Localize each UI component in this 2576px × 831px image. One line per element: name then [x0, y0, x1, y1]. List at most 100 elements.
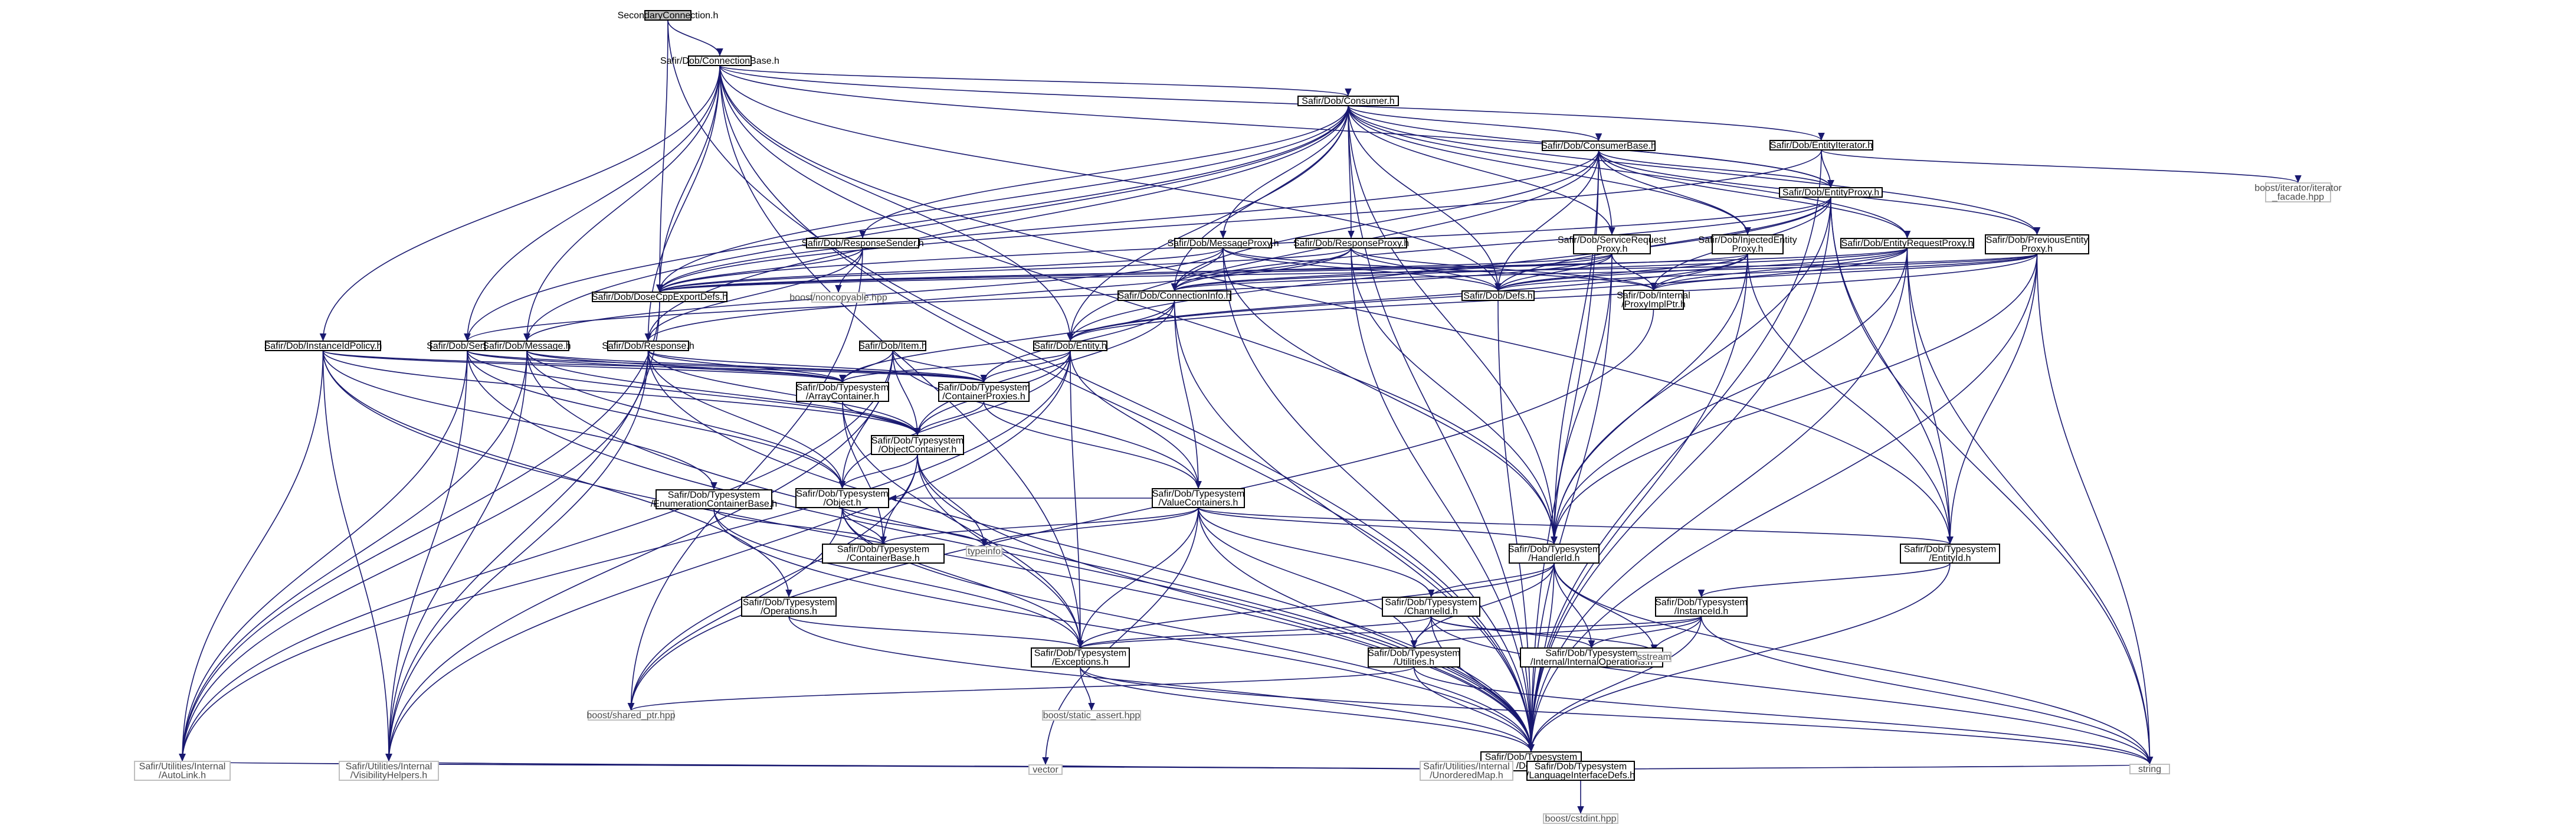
node-box[interactable] — [1542, 140, 1656, 151]
node-n1[interactable]: Safir/Dob/ConnectionBase.h — [660, 55, 779, 66]
node-n26[interactable]: Safir/Dob/Typesystem/ContainerProxies.h — [938, 382, 1030, 402]
node-n34[interactable]: Safir/Dob/Typesystem/EntityId.h — [1900, 544, 2000, 564]
node-n41[interactable]: Safir/Dob/Typesystem/Utilities.h — [1368, 647, 1460, 668]
node-box[interactable] — [1042, 710, 1141, 721]
node-n8[interactable]: Safir/Dob/MessageProxy.h — [1167, 238, 1279, 248]
node-n51[interactable]: boost/cstdint.hpp — [1543, 813, 1618, 824]
node-box[interactable] — [811, 292, 866, 303]
node-n19[interactable]: Safir/Dob/InstanceIdPolicy.h — [264, 341, 382, 351]
node-box[interactable] — [871, 435, 964, 455]
node-n4[interactable]: Safir/Dob/EntityIterator.h — [1769, 140, 1873, 151]
node-n16[interactable]: Safir/Dob/ConnectionInfo.h — [1117, 290, 1231, 301]
node-box[interactable] — [1509, 544, 1600, 564]
node-box[interactable] — [1573, 234, 1651, 254]
node-box[interactable] — [1368, 647, 1460, 668]
node-n12[interactable]: Safir/Dob/EntityRequestProxy.h — [1840, 238, 1974, 248]
node-box[interactable] — [1461, 290, 1535, 301]
node-box[interactable] — [339, 761, 439, 781]
node-box[interactable] — [1382, 597, 1480, 617]
node-n2[interactable]: Safir/Dob/Consumer.h — [1297, 96, 1399, 106]
node-box[interactable] — [1900, 544, 2000, 564]
node-box[interactable] — [1712, 234, 1784, 254]
node-box[interactable] — [656, 489, 772, 509]
node-n38[interactable]: Safir/Dob/Typesystem/Exceptions.h — [1031, 647, 1130, 668]
node-n36[interactable]: Safir/Dob/Typesystem/ChannelId.h — [1382, 597, 1480, 617]
node-box[interactable] — [806, 238, 919, 248]
node-n32[interactable]: typeinfo — [966, 546, 1002, 557]
node-box[interactable] — [688, 55, 752, 66]
node-box[interactable] — [1031, 647, 1130, 668]
node-box[interactable] — [644, 10, 691, 21]
node-box[interactable] — [1295, 238, 1407, 248]
node-box[interactable] — [1028, 764, 1063, 775]
node-box[interactable] — [1985, 234, 2089, 254]
node-n24[interactable]: Safir/Dob/Entity.h — [1033, 341, 1107, 351]
node-n14[interactable]: Safir/Dob/DoseCppExportDefs.h — [592, 292, 727, 302]
node-n35[interactable]: Safir/Dob/Typesystem/Operations.h — [741, 597, 837, 617]
node-n49[interactable]: Safir/Dob/Typesystem/LanguageInterfaceDe… — [1526, 761, 1635, 781]
node-n30[interactable]: Safir/Dob/Typesystem/ValueContainers.h — [1152, 488, 1245, 508]
node-n18[interactable]: Safir/Dob/Internal/ProxyImplPtr.h — [1617, 290, 1690, 310]
node-box[interactable] — [588, 710, 674, 721]
node-box[interactable] — [592, 292, 727, 302]
node-box[interactable] — [741, 597, 837, 617]
node-box[interactable] — [1623, 290, 1684, 310]
node-n40[interactable]: sstream — [1637, 652, 1672, 662]
node-box[interactable] — [1117, 290, 1231, 301]
node-box[interactable] — [1297, 96, 1399, 106]
node-box[interactable] — [1033, 341, 1107, 351]
node-label: Safir/Dob/Typesystem — [1508, 545, 1601, 555]
node-n22[interactable]: Safir/Dob/Response.h — [602, 341, 694, 351]
node-n29[interactable]: Safir/Dob/Typesystem/Object.h — [795, 488, 889, 508]
node-n17[interactable]: Safir/Dob/Defs.h — [1461, 290, 1535, 301]
node-n43[interactable]: boost/static_assert.hpp — [1042, 710, 1141, 721]
node-box[interactable] — [938, 382, 1030, 402]
node-n21[interactable]: Safir/Dob/Message.h — [483, 341, 571, 351]
node-box[interactable] — [1779, 187, 1883, 198]
node-box[interactable] — [1420, 761, 1513, 781]
node-box[interactable] — [134, 761, 231, 781]
node-n15[interactable]: boost/noncopyable.hpp — [789, 292, 887, 303]
node-box[interactable] — [265, 341, 381, 351]
node-box[interactable] — [966, 546, 1002, 557]
node-n28[interactable]: Safir/Dob/Typesystem/EnumerationContaine… — [651, 489, 777, 509]
node-box[interactable] — [1655, 597, 1748, 617]
node-n47[interactable]: vector — [1028, 764, 1063, 775]
node-n23[interactable]: Safir/Dob/Item.h — [858, 341, 927, 351]
node-box[interactable] — [1543, 813, 1618, 824]
node-n31[interactable]: Safir/Dob/Typesystem/ContainerBase.h — [822, 544, 945, 564]
node-n9[interactable]: Safir/Dob/ResponseProxy.h — [1293, 238, 1409, 248]
node-box[interactable] — [822, 544, 945, 564]
node-n37[interactable]: Safir/Dob/Typesystem/InstanceId.h — [1655, 597, 1748, 617]
node-n33[interactable]: Safir/Dob/Typesystem/HandlerId.h — [1508, 544, 1601, 564]
node-box[interactable] — [1174, 238, 1272, 248]
node-n5[interactable]: Safir/Dob/EntityProxy.h — [1779, 187, 1883, 198]
node-box[interactable] — [1526, 761, 1635, 781]
node-box[interactable] — [1152, 488, 1245, 508]
node-box[interactable] — [796, 382, 889, 402]
node-n3[interactable]: Safir/Dob/ConsumerBase.h — [1541, 140, 1656, 151]
node-box[interactable] — [1769, 140, 1873, 151]
node-box[interactable] — [1840, 238, 1974, 248]
node-box[interactable] — [607, 341, 689, 351]
node-n6[interactable]: boost/iterator/iterator_facade.hpp — [2254, 182, 2342, 202]
node-n42[interactable]: boost/shared_ptr.hpp — [586, 710, 676, 721]
node-n45[interactable]: Safir/Utilities/Internal/AutoLink.h — [134, 761, 231, 781]
node-box[interactable] — [859, 341, 926, 351]
node-box[interactable] — [795, 488, 889, 508]
node-n27[interactable]: Safir/Dob/Typesystem/ObjectContainer.h — [871, 435, 964, 455]
node-n7[interactable]: Safir/Dob/ResponseSender.h — [801, 238, 924, 248]
node-box[interactable] — [2265, 182, 2331, 202]
edge-n41-n42 — [628, 666, 1415, 711]
node-n50[interactable]: string — [2129, 764, 2170, 774]
node-n46[interactable]: Safir/Utilities/Internal/VisibilityHelpe… — [339, 761, 439, 781]
node-box[interactable] — [484, 341, 569, 351]
node-box[interactable] — [1637, 652, 1672, 662]
node-n0[interactable]: SecondaryConnection.h — [618, 10, 719, 21]
node-n48[interactable]: Safir/Utilities/Internal/UnorderedMap.h — [1420, 761, 1513, 781]
node-box[interactable] — [2129, 764, 2170, 774]
node-n25[interactable]: Safir/Dob/Typesystem/ArrayContainer.h — [796, 382, 889, 402]
